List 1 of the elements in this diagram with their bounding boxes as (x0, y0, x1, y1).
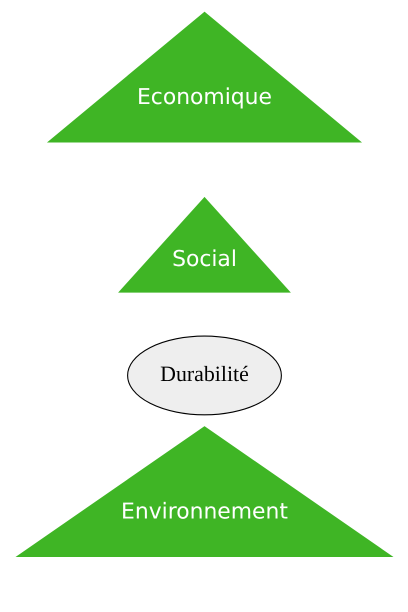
node-ellipse: Durabilité (126, 336, 282, 416)
